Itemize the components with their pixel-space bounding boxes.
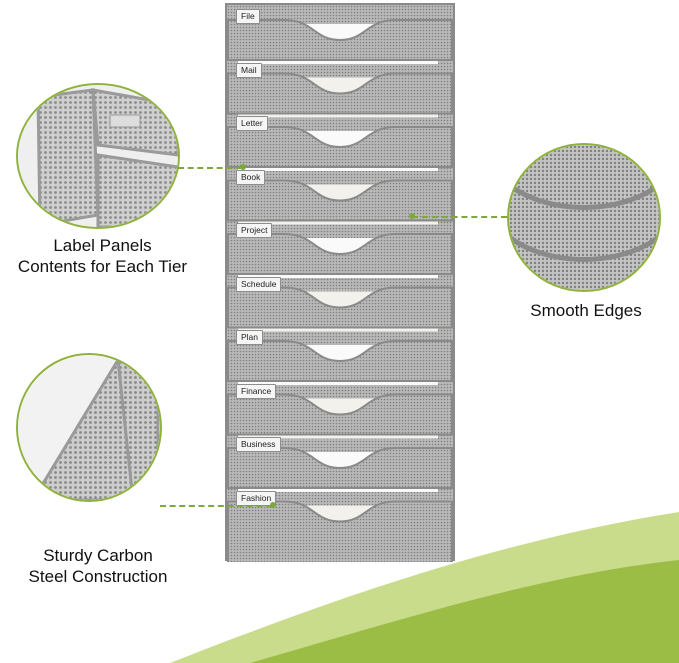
smooth-edges-caption: Smooth Edges <box>505 300 667 321</box>
pocket-front <box>227 393 453 436</box>
smooth-edges-leader-dot <box>409 213 415 219</box>
smooth-edges-closeup-circle <box>507 143 661 292</box>
label-panels-caption: Label Panels Contents for Each Tier <box>0 235 205 277</box>
pocket-front <box>227 126 453 168</box>
smooth-edges-line1: Smooth Edges <box>530 301 642 320</box>
tier-label: Project <box>236 223 273 238</box>
tier-label: Book <box>236 169 266 185</box>
tier-label: Finance <box>236 383 277 399</box>
pocket-front <box>227 500 453 581</box>
pocket-front <box>227 447 453 489</box>
pocket-front <box>227 72 453 115</box>
tier-label: Plan <box>236 330 264 345</box>
organizer-mesh <box>225 3 455 581</box>
tier-label: File <box>236 9 260 24</box>
pocket-front <box>227 340 453 382</box>
label-panels-leader-dot <box>240 164 246 170</box>
sturdy-steel-leader <box>160 505 272 507</box>
sturdy-steel-caption: Sturdy Carbon Steel Construction <box>8 545 188 587</box>
sturdy-steel-leader-dot <box>270 502 276 508</box>
label-panel-closeup-circle <box>16 83 180 229</box>
tier-label: Mail <box>236 62 262 78</box>
label-panels-line1: Label Panels <box>53 236 152 255</box>
pocket-front <box>227 179 453 222</box>
smooth-edges-leader <box>412 216 507 218</box>
steel-corner-closeup-circle <box>16 353 162 502</box>
pocket-front <box>227 19 453 61</box>
tier-label: Business <box>236 437 281 452</box>
sturdy-steel-line1: Sturdy Carbon <box>43 546 153 565</box>
label-panels-leader <box>178 167 242 169</box>
tier-label: Schedule <box>236 276 282 292</box>
tier-label: Letter <box>236 116 268 131</box>
pocket-front <box>227 286 453 329</box>
sturdy-steel-line2: Steel Construction <box>28 567 168 586</box>
label-panels-line2: Contents for Each Tier <box>17 257 188 276</box>
pocket-front <box>227 233 453 275</box>
